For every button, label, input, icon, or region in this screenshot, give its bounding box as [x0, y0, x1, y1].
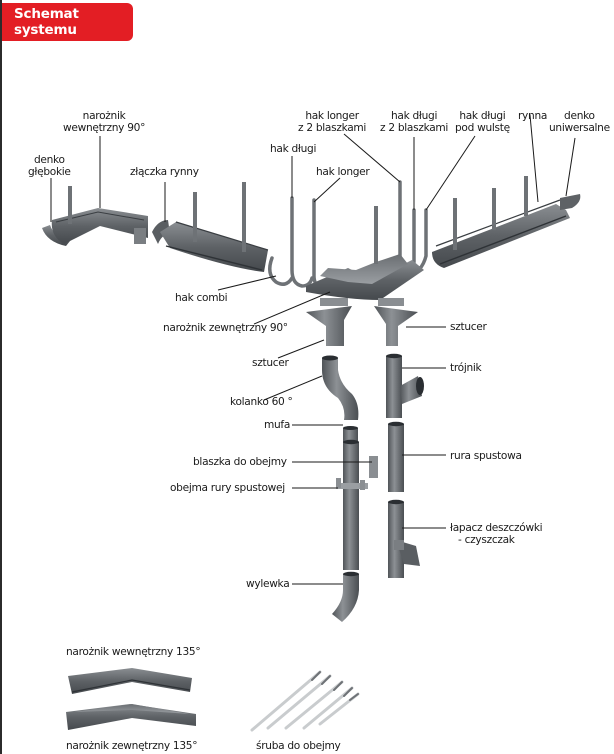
end-cap-universal — [560, 194, 581, 210]
hak-combi-shape — [268, 256, 294, 286]
label-sruba-do-obejmy: śruba do obejmy — [256, 740, 341, 752]
label-line: wewnętrzny 90° — [63, 122, 146, 134]
label-denko-glebokie: denko głębokie — [28, 154, 71, 178]
outer-corner-135 — [66, 704, 196, 730]
label-trojnik: trójnik — [450, 362, 482, 374]
label-naroznik-wewnetrzny-90: narożnik wewnętrzny 90° — [63, 110, 145, 134]
outlet-tabs-right — [378, 298, 404, 306]
leader-lines — [50, 114, 576, 585]
label-rynna: rynna — [518, 110, 548, 122]
label-zlaczka-rynny: złączka rynny — [130, 166, 199, 178]
label-hak-longer: hak longer — [316, 166, 370, 178]
label-naroznik-wewnetrzny-135: narożnik wewnętrzny 135° — [66, 646, 201, 658]
label-denko-uniwersalne: denko uniwersalne — [549, 110, 610, 134]
label-obejma-rury-spustowej: obejma rury spustowej — [170, 482, 285, 494]
outlet-right — [374, 306, 418, 346]
label-hak-longer-2-blaszki: hak longer z 2 blaszkami — [298, 110, 366, 134]
clamp-screws — [250, 670, 360, 732]
label-lapacz-deszczowki: łapacz deszczówki - czyszczak — [450, 522, 543, 546]
gutter-right-assembly — [432, 176, 581, 268]
label-line: łapacz deszczówki — [450, 522, 543, 534]
label-rura-spustowa: rura spustowa — [450, 450, 522, 462]
inner-corner-90-part — [51, 208, 148, 244]
label-naroznik-zewnetrzny-135: narożnik zewnętrzny 135° — [66, 740, 198, 752]
label-line: z 2 blaszkami — [298, 122, 367, 134]
gutter-right — [432, 204, 570, 268]
spout — [332, 574, 359, 622]
label-line: denko — [564, 110, 595, 122]
outlet-tabs-left — [320, 298, 348, 306]
label-hak-dlugi: hak długi — [270, 143, 317, 155]
label-hak-dlugi-pod-wulste: hak długi pod wulstę — [455, 110, 510, 134]
label-mufa: mufa — [264, 419, 291, 431]
label-line: denko — [33, 154, 65, 166]
label-sztucer-right: sztucer — [450, 321, 487, 333]
outlet-left — [306, 306, 352, 346]
section-title: Schemat systemu — [14, 6, 79, 38]
downpipe-left-pipe — [343, 442, 359, 570]
label-line: hak longer — [305, 110, 359, 122]
label-line: hak długi — [390, 110, 438, 122]
downpipe-right — [374, 298, 424, 578]
label-hak-combi: hak combi — [175, 292, 228, 304]
label-line: pod wulstę — [455, 122, 510, 134]
label-hak-dlugi-2-blaszki: hak długi z 2 blaszkami — [380, 110, 448, 134]
downpipe-right-pipe — [388, 424, 404, 492]
label-line: uniwersalne — [549, 122, 610, 134]
outer-corner-90 — [306, 206, 424, 300]
elbow-60 — [322, 358, 359, 420]
left-border — [0, 0, 2, 754]
label-wylewka: wylewka — [246, 578, 290, 590]
gutter-left-assembly — [42, 182, 269, 272]
label-blaszka-do-obejmy: blaszka do obejmy — [193, 456, 287, 468]
hak-dlugi-shape — [290, 196, 314, 288]
label-line: z 2 blaszkami — [380, 122, 449, 134]
label-kolanko: kolanko 60 ° — [230, 396, 293, 408]
label-line: narożnik — [82, 110, 126, 122]
label-line: - czyszczak — [458, 534, 515, 546]
clamp-plate — [369, 456, 378, 478]
label-naroznik-zewnetrzny-90: narożnik zewnętrzny 90° — [163, 322, 288, 334]
pipe-clamp — [336, 483, 368, 489]
label-line: głębokie — [28, 166, 71, 178]
hak-longer-shape — [312, 198, 324, 290]
gutter-left — [160, 222, 268, 272]
label-sztucer-left: sztucer — [252, 357, 289, 369]
inner-corner-135 — [68, 668, 192, 694]
section-title-badge: Schemat systemu — [2, 3, 133, 41]
label-line: hak długi — [459, 110, 506, 122]
tee-pipe — [386, 356, 402, 418]
downpipe-left — [306, 298, 378, 622]
